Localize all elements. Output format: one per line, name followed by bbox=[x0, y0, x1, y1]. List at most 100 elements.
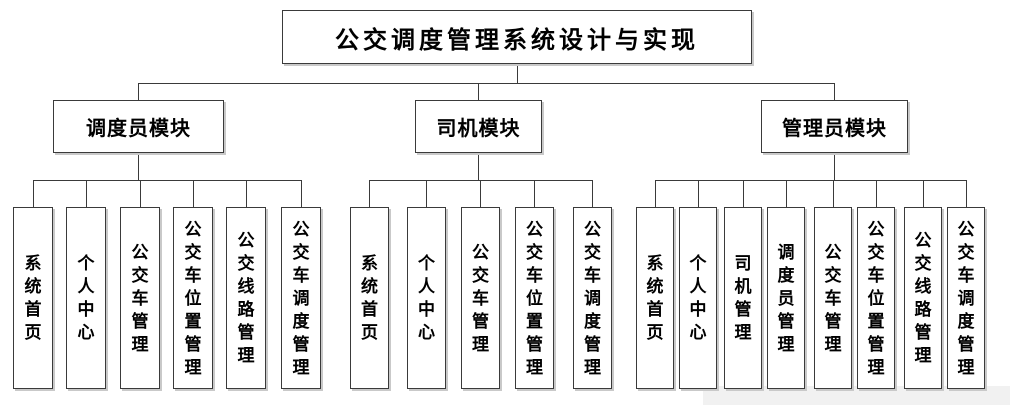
leaf-label-bus-route-management: 公交线路管理 bbox=[238, 229, 255, 367]
leaf-label-char: 交 bbox=[526, 242, 543, 262]
leaf-label-char: 理 bbox=[526, 357, 543, 377]
leaf-label-char: 调 bbox=[777, 242, 795, 262]
root-title-box: 公交调度管理系统设计与实现 bbox=[282, 10, 752, 64]
group-branch-line bbox=[33, 179, 301, 181]
leaf-label-char: 统 bbox=[646, 277, 664, 296]
leaf-label-char: 公 bbox=[184, 219, 202, 239]
module-label-driver-module: 司机模块 bbox=[436, 118, 521, 140]
leaf-label-char: 员 bbox=[777, 288, 795, 308]
leaf-label-char: 位 bbox=[867, 288, 885, 308]
leaf-stub-line bbox=[245, 180, 247, 207]
leaf-box-admin-module-bus-route-management: 公交线路管理 bbox=[904, 207, 942, 389]
module-label-admin-module: 管理员模块 bbox=[782, 118, 887, 140]
leaf-label-char: 理 bbox=[131, 334, 149, 354]
leaf-label-char: 公 bbox=[957, 219, 975, 239]
leaf-label-char: 车 bbox=[526, 265, 543, 285]
leaf-label-bus-route-management: 公交线路管理 bbox=[915, 229, 932, 367]
leaf-label-bus-location-management: 公交车位置管理 bbox=[185, 218, 202, 379]
leaf-box-dispatcher-module-system-home: 系统首页 bbox=[13, 207, 53, 389]
leaf-label-char: 置 bbox=[526, 311, 543, 331]
leaf-label-char: 管 bbox=[734, 300, 752, 319]
leaf-label-char: 理 bbox=[184, 357, 202, 377]
leaf-label-char: 线 bbox=[914, 277, 932, 296]
leaf-label-bus-location-management: 公交车位置管理 bbox=[526, 218, 543, 379]
group-branch-line bbox=[369, 179, 593, 181]
leaf-label-char: 交 bbox=[914, 254, 932, 273]
module-box-admin-module: 管理员模块 bbox=[761, 100, 908, 153]
leaf-label-char: 交 bbox=[957, 242, 975, 262]
main-branch-line bbox=[138, 82, 835, 84]
leaf-label-char: 理 bbox=[914, 346, 932, 365]
leaf-label-system-home: 系统首页 bbox=[25, 252, 42, 344]
leaf-label-char: 公 bbox=[472, 242, 489, 262]
leaf-label-char: 首 bbox=[646, 300, 664, 319]
leaf-label-char: 交 bbox=[472, 265, 489, 285]
leaf-label-char: 管 bbox=[131, 311, 149, 331]
leaf-label-char: 管 bbox=[584, 334, 601, 354]
leaf-label-char: 管 bbox=[292, 334, 310, 354]
leaf-stub-line bbox=[32, 180, 34, 207]
leaf-label-char: 交 bbox=[237, 254, 255, 273]
leaf-label-char: 管 bbox=[867, 334, 885, 354]
leaf-label-char: 管 bbox=[914, 323, 932, 342]
leaf-label-char: 理 bbox=[584, 357, 601, 377]
leaf-label-char: 心 bbox=[418, 323, 435, 342]
leaf-label-char: 页 bbox=[646, 323, 664, 342]
leaf-label-char: 公 bbox=[824, 242, 842, 262]
leaf-label-char: 车 bbox=[131, 288, 149, 308]
module-label-dispatcher-module: 调度员模块 bbox=[86, 118, 191, 140]
leaf-label-bus-management: 公交车管理 bbox=[825, 241, 842, 356]
leaf-box-driver-module-bus-management: 公交车管理 bbox=[461, 207, 500, 389]
leaf-stub-line bbox=[697, 180, 699, 207]
leaf-label-system-home: 系统首页 bbox=[361, 252, 378, 344]
leaf-box-dispatcher-module-bus-route-management: 公交线路管理 bbox=[226, 207, 266, 389]
leaf-box-admin-module-bus-location-management: 公交车位置管理 bbox=[857, 207, 895, 389]
leaf-stub-line bbox=[654, 180, 656, 207]
module-drop-line bbox=[478, 83, 479, 100]
leaf-label-bus-dispatch-management: 公交车调度管理 bbox=[584, 218, 601, 379]
leaf-stub-line bbox=[592, 180, 593, 207]
leaf-stub-line bbox=[426, 180, 427, 207]
leaf-label-char: 公 bbox=[237, 231, 255, 250]
leaf-label-char: 中 bbox=[418, 300, 435, 319]
leaf-label-bus-location-management: 公交车位置管理 bbox=[868, 218, 885, 379]
leaf-label-char: 置 bbox=[867, 311, 885, 331]
leaf-label-char: 管 bbox=[184, 334, 202, 354]
leaf-label-char: 个 bbox=[418, 254, 435, 273]
leaf-stub-line bbox=[534, 180, 535, 207]
leaf-label-char: 理 bbox=[957, 357, 975, 377]
leaf-label-char: 理 bbox=[237, 346, 255, 365]
leaf-label-char: 车 bbox=[957, 265, 975, 285]
leaf-label-char: 管 bbox=[472, 311, 489, 331]
leaf-stub-line bbox=[965, 180, 967, 207]
leaf-stub-line bbox=[139, 180, 141, 207]
leaf-label-char: 管 bbox=[526, 334, 543, 354]
leaf-label-char: 人 bbox=[418, 277, 435, 296]
leaf-stub-line bbox=[480, 180, 481, 207]
module-drop-line bbox=[138, 83, 139, 100]
leaf-label-char: 车 bbox=[472, 288, 489, 308]
leaf-label-char: 调 bbox=[584, 288, 601, 308]
leaf-stub-line bbox=[785, 180, 787, 207]
module-box-driver-module: 司机模块 bbox=[415, 100, 542, 153]
leaf-box-admin-module-bus-dispatch-management: 公交车调度管理 bbox=[947, 207, 985, 389]
leaf-stub-line bbox=[875, 180, 877, 207]
leaf-stub-line bbox=[922, 180, 924, 207]
module-down-line bbox=[138, 153, 139, 180]
leaf-label-personal-center: 个人中心 bbox=[690, 252, 707, 344]
leaf-label-char: 理 bbox=[867, 357, 885, 377]
leaf-label-bus-management: 公交车管理 bbox=[132, 241, 149, 356]
leaf-label-char: 交 bbox=[584, 242, 601, 262]
leaf-stub-line bbox=[742, 180, 744, 207]
leaf-label-char: 理 bbox=[472, 334, 489, 354]
leaf-label-char: 公 bbox=[292, 219, 310, 239]
leaf-label-char: 车 bbox=[184, 265, 202, 285]
leaf-box-driver-module-bus-location-management: 公交车位置管理 bbox=[515, 207, 554, 389]
leaf-label-char: 系 bbox=[24, 254, 42, 273]
leaf-stub-line bbox=[192, 180, 194, 207]
leaf-label-bus-dispatch-management: 公交车调度管理 bbox=[293, 218, 310, 379]
leaf-box-driver-module-personal-center: 个人中心 bbox=[407, 207, 446, 389]
leaf-label-char: 理 bbox=[292, 357, 310, 377]
group-branch-line bbox=[655, 179, 966, 181]
